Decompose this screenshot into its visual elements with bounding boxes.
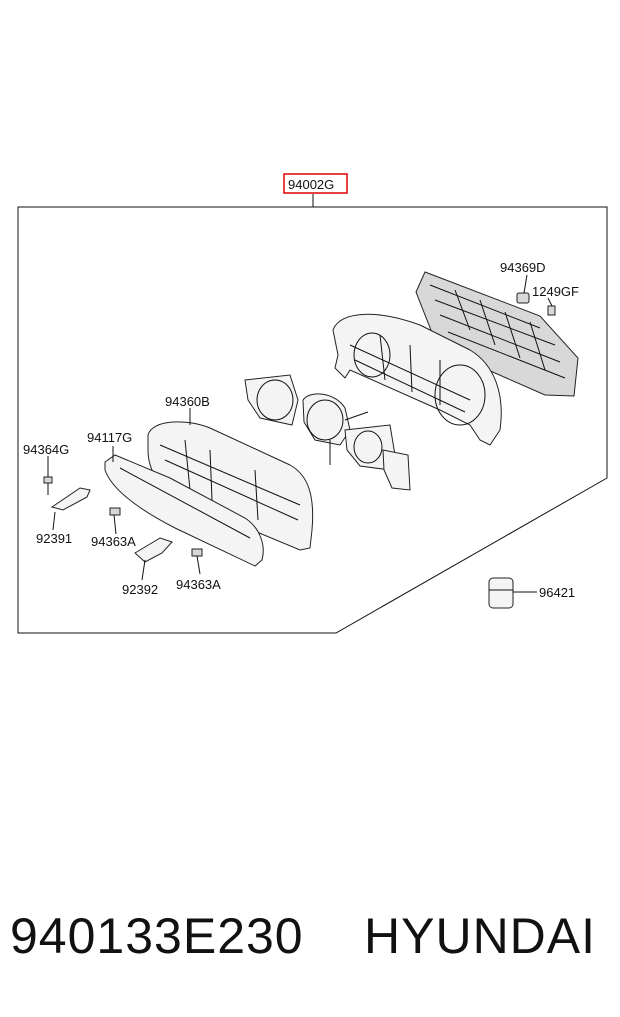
part-label[interactable]: 94369D xyxy=(500,260,546,275)
screw-part xyxy=(43,476,53,495)
part-label[interactable]: 94363A xyxy=(91,534,136,549)
sensor-96421-part xyxy=(488,577,514,609)
bracket-92391-part xyxy=(50,487,91,511)
assembly-boundary xyxy=(17,206,608,634)
part-label[interactable]: 1249GF xyxy=(532,284,579,299)
part-label[interactable]: 94363A xyxy=(176,577,221,592)
clip-94363a-lower xyxy=(191,548,203,557)
bracket-92392-part xyxy=(134,537,173,563)
part-label[interactable]: 94364G xyxy=(23,442,69,457)
lens-glass-part xyxy=(104,454,264,567)
part-label[interactable]: 92392 xyxy=(122,582,158,597)
part-label[interactable]: 94360B xyxy=(165,394,210,409)
brand-name: HYUNDAI xyxy=(364,908,597,964)
bulb-socket-part xyxy=(516,292,556,316)
part-label[interactable]: 92391 xyxy=(36,531,72,546)
clip-94363a-upper xyxy=(109,507,121,516)
assembly-label-box xyxy=(283,173,348,194)
gauge-dials-part xyxy=(244,374,411,491)
leader-lines xyxy=(47,274,553,593)
footer-caption: 940133E230 HYUNDAI xyxy=(0,905,620,975)
back-cover-part xyxy=(415,271,579,397)
part-label[interactable]: 96421 xyxy=(539,585,575,600)
assembly-label[interactable]: 94002G xyxy=(288,177,334,192)
part-number: 940133E230 xyxy=(10,908,304,964)
part-label[interactable]: 94117G xyxy=(87,430,132,445)
housing-frame-part xyxy=(332,313,502,446)
